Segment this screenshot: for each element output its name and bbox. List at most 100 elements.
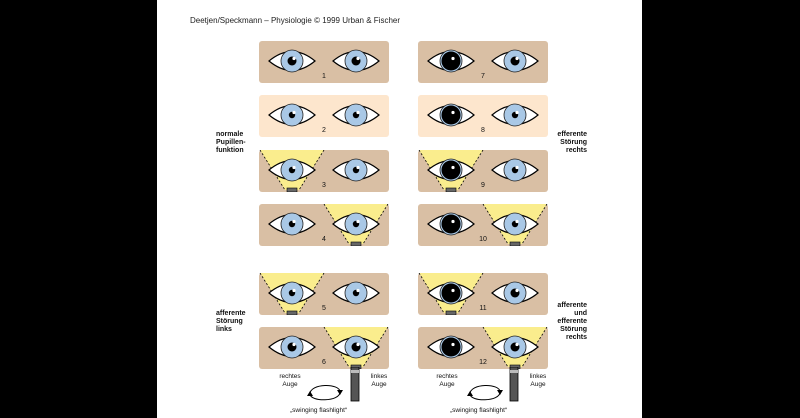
left-eye xyxy=(491,49,539,73)
panel-graphic: 2 xyxy=(259,95,389,137)
label-line: normale xyxy=(216,131,244,138)
label-line: afferente xyxy=(216,310,246,317)
label-line: rechts xyxy=(565,147,587,154)
label-efferent-right: efferente Störung rechts xyxy=(547,131,587,155)
panel-graphic: 9 xyxy=(418,150,548,192)
panel-number: 10 xyxy=(479,236,487,243)
label-line: efferente xyxy=(557,318,587,325)
panel-number: 4 xyxy=(322,236,326,243)
eye-highlight xyxy=(515,165,519,170)
eye-highlight xyxy=(515,219,519,224)
panel-4: 4 xyxy=(259,204,389,246)
figure-credit: Deetjen/Speckmann – Physiologie © 1999 U… xyxy=(190,16,401,25)
label-line: Auge xyxy=(282,380,298,388)
flashlight-head xyxy=(445,310,457,315)
eye-highlight xyxy=(451,56,455,61)
panel-9: 9 xyxy=(418,150,548,192)
left-eye xyxy=(332,335,380,359)
panel-3: 3 xyxy=(259,150,389,192)
label-line: Auge xyxy=(530,380,546,388)
panel-graphic: 3 xyxy=(259,150,389,192)
label-line: Störung xyxy=(560,139,587,146)
left-eye xyxy=(332,212,380,236)
label-line: efferente xyxy=(557,131,587,138)
right-eye-label: rechtes Auge xyxy=(270,373,310,388)
label-line: links xyxy=(216,326,232,333)
eye-highlight xyxy=(292,165,296,170)
panel-number: 8 xyxy=(481,127,485,134)
flashlight-head xyxy=(350,241,362,246)
label-line: funktion xyxy=(216,147,244,154)
right-eye xyxy=(268,158,316,182)
panel-11: 11 xyxy=(418,273,548,315)
label-line: Auge xyxy=(371,380,387,388)
panel-graphic: 8 xyxy=(418,95,548,137)
label-line: Störung xyxy=(216,318,243,325)
label-line: afferente xyxy=(557,302,587,309)
flashlight-icon xyxy=(509,367,519,402)
right-eye xyxy=(268,49,316,73)
eye-highlight xyxy=(292,56,296,61)
eye-highlight xyxy=(515,288,519,293)
label-line: rechtes xyxy=(279,373,301,380)
label-line: Auge xyxy=(439,380,455,388)
left-eye-label: linkes Auge xyxy=(359,373,399,388)
eye-highlight xyxy=(292,219,296,224)
right-eye xyxy=(268,212,316,236)
label-line: linkes xyxy=(370,373,388,380)
flashlight-head xyxy=(286,187,298,192)
label-line: rechts xyxy=(565,334,587,341)
eye-highlight xyxy=(356,56,360,61)
panel-6: 6 xyxy=(259,327,389,369)
pupil xyxy=(441,214,461,234)
panel-graphic: 1 xyxy=(259,41,389,83)
right-eye-label: rechtes Auge xyxy=(427,373,467,388)
swinging-flashlight-label: „swinging flashlight“ xyxy=(450,407,508,414)
left-eye xyxy=(332,103,380,127)
pupil xyxy=(441,160,461,180)
swing-arrow-icon xyxy=(307,385,343,401)
eye-highlight xyxy=(356,288,360,293)
figure-page: Deetjen/Speckmann – Physiologie © 1999 U… xyxy=(157,0,642,418)
pupil xyxy=(441,105,461,125)
panel-1: 1 xyxy=(259,41,389,83)
eye-highlight xyxy=(515,342,519,347)
panel-number: 5 xyxy=(322,305,326,312)
panel-graphic: 6 xyxy=(259,327,389,369)
panel-number: 11 xyxy=(479,305,486,312)
label-line: linkes xyxy=(529,373,547,380)
flashlight-head xyxy=(445,187,457,192)
left-eye-label: linkes Auge xyxy=(518,373,558,388)
panel-10: 10 xyxy=(418,204,548,246)
pupil xyxy=(441,337,461,357)
left-eye xyxy=(332,158,380,182)
label-line: und xyxy=(574,310,587,317)
label-line: Pupillen- xyxy=(216,139,246,146)
eye-highlight xyxy=(451,288,455,293)
eye-highlight xyxy=(356,165,360,170)
panel-graphic: 5 xyxy=(259,273,389,315)
right-eye xyxy=(427,281,475,305)
right-eye xyxy=(268,103,316,127)
eye-highlight xyxy=(292,288,296,293)
pupil xyxy=(441,283,461,303)
panel-number: 7 xyxy=(481,73,485,80)
eye-highlight xyxy=(451,165,455,170)
panel-number: 6 xyxy=(322,359,326,366)
pupil xyxy=(441,51,461,71)
label-line: Störung xyxy=(560,326,587,333)
flashlight-icon xyxy=(350,367,360,402)
eye-highlight xyxy=(451,110,455,115)
swinging-flashlight-label: „swinging flashlight“ xyxy=(290,407,348,414)
swing-arrow-icon xyxy=(467,385,503,401)
eye-highlight xyxy=(356,342,360,347)
eye-highlight xyxy=(451,219,455,224)
left-eye xyxy=(491,212,539,236)
eye-highlight xyxy=(292,342,296,347)
panel-5: 5 xyxy=(259,273,389,315)
right-eye xyxy=(427,212,475,236)
right-eye xyxy=(427,335,475,359)
right-eye xyxy=(427,49,475,73)
panel-number: 12 xyxy=(479,359,487,366)
panel-12: 12 xyxy=(418,327,548,369)
